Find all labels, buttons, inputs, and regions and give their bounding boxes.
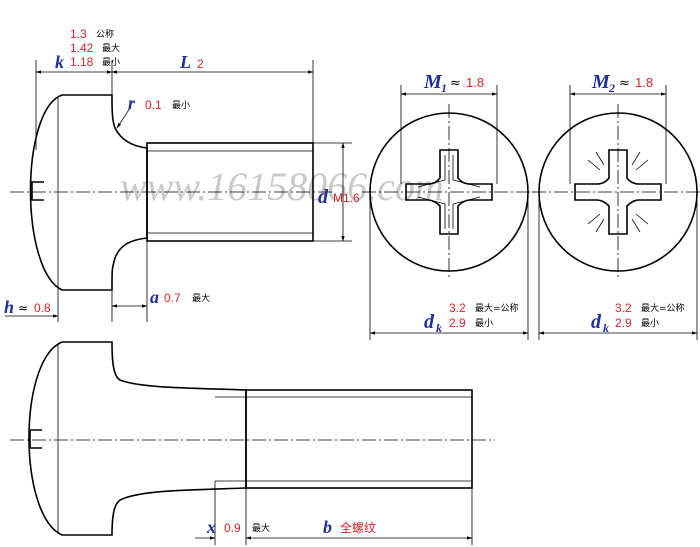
- dk1-symbol: d: [424, 311, 435, 333]
- head2-slot: [29, 429, 42, 449]
- dk2-min: 2.9: [615, 316, 632, 330]
- cross-recess-2: [574, 149, 662, 235]
- d-symbol: d: [318, 186, 329, 208]
- M2-symbol: M: [591, 71, 611, 93]
- dim-dk2: d k 3.2 最大=公称 2.9 最小: [538, 192, 698, 340]
- x-value: 0.9: [224, 521, 241, 535]
- k-nominal: 1.3: [70, 27, 87, 41]
- b-symbol: b: [323, 517, 332, 537]
- h-value: 0.8: [34, 301, 51, 315]
- k-min-note: 最小: [102, 57, 120, 68]
- dk2-max-note: 最大=公称: [641, 302, 685, 314]
- x-symbol: x: [206, 517, 216, 537]
- screw2-head-outline: [28, 341, 247, 536]
- M2-sub: 2: [608, 81, 615, 95]
- M1-approx: ≈: [450, 76, 461, 91]
- dim-M1: M 1 ≈ 1.8: [400, 71, 498, 184]
- head-top-view-phillips: [362, 104, 536, 280]
- dk1-sub: k: [436, 321, 442, 335]
- L-value: 2: [197, 57, 204, 71]
- dim-dk1: d k 3.2 最大=公称 2.9 最小: [369, 192, 529, 340]
- dim-x-b: x 0.9 最大 b 全螺纹: [195, 481, 473, 545]
- head-slot: [31, 181, 44, 201]
- M1-sub: 1: [441, 81, 447, 95]
- dim-d: d M1.6: [313, 142, 360, 242]
- head-top-view-pozidriv: [532, 104, 700, 280]
- pozi-rays: [587, 151, 649, 233]
- watermark-text: www.16158066.com: [120, 164, 444, 209]
- dim-r: r 0.1 最小: [116, 93, 190, 129]
- h-symbol: h: [4, 297, 14, 317]
- dk1-min-note: 最小: [475, 318, 493, 329]
- dim-M2: M 2 ≈ 1.8: [569, 71, 667, 184]
- dk2-symbol: d: [591, 311, 602, 333]
- d-value: M1.6: [333, 191, 360, 205]
- k-symbol: k: [55, 52, 64, 72]
- k-nominal-note: 公称: [96, 28, 114, 40]
- h-approx: ≈: [18, 301, 28, 315]
- M1-symbol: M: [423, 71, 443, 93]
- a-symbol: a: [150, 287, 159, 307]
- k-min: 1.18: [70, 55, 94, 69]
- M2-approx: ≈: [619, 76, 630, 91]
- a-value: 0.7: [164, 291, 181, 305]
- screw-head-outline: [29, 94, 148, 291]
- k-max: 1.42: [70, 41, 94, 55]
- dk1-min: 2.9: [449, 316, 466, 330]
- dim-h-a: h ≈ 0.8 a 0.7 最大: [4, 241, 210, 322]
- M1-value: 1.8: [466, 75, 484, 90]
- screw-top-view: [10, 94, 335, 291]
- dk1-max: 3.2: [449, 301, 466, 315]
- cross-detail-1: [417, 155, 481, 229]
- k-max-note: 最大: [102, 42, 120, 54]
- dk2-min-note: 最小: [641, 318, 659, 329]
- a-note: 最大: [192, 292, 210, 304]
- r-note: 最小: [172, 100, 190, 111]
- dk1-max-note: 最大=公称: [475, 302, 519, 314]
- r-value: 0.1: [145, 98, 162, 112]
- dk2-max: 3.2: [615, 301, 632, 315]
- dk2-sub: k: [603, 321, 609, 335]
- r-symbol: r: [128, 93, 136, 113]
- M2-value: 1.8: [635, 75, 653, 90]
- screw2-shank: [245, 389, 473, 489]
- r-leader: [116, 107, 131, 129]
- screw-bottom-view: [10, 341, 495, 536]
- L-symbol: L: [179, 52, 191, 72]
- dim-k-L: k 1.3 公称 1.42 最大 1.18 最小 L 2: [35, 27, 314, 150]
- x-note: 最大: [252, 522, 270, 534]
- b-value: 全螺纹: [340, 520, 376, 535]
